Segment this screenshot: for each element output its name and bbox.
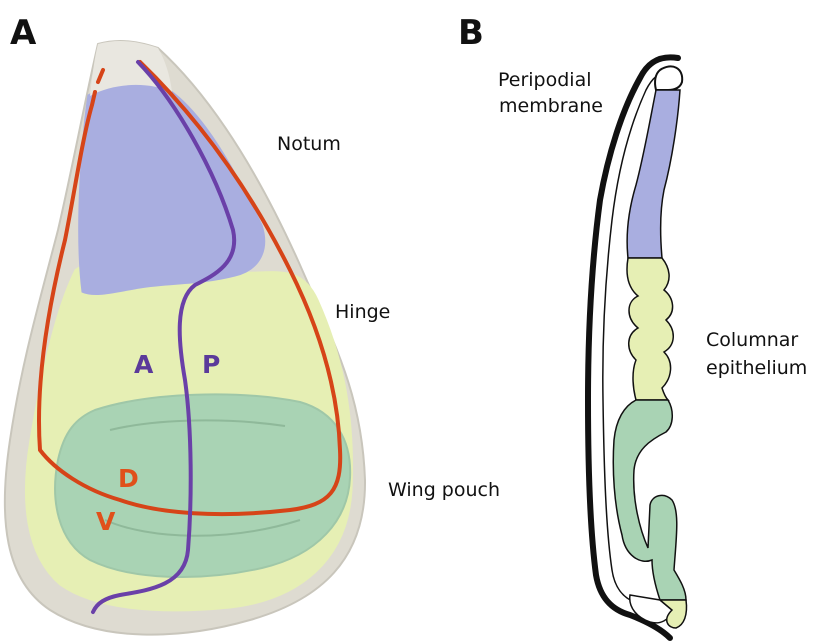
ventral-label: V bbox=[96, 507, 116, 536]
dorsal-label: D bbox=[118, 464, 139, 493]
panel-a: A Notum Hinge Wing pouch A P D V bbox=[5, 13, 500, 635]
columnar-hinge-segment bbox=[627, 258, 673, 400]
notum-region bbox=[79, 84, 265, 295]
notum-label: Notum bbox=[277, 133, 341, 155]
columnar-top-cap bbox=[655, 66, 682, 90]
wing-pouch-region bbox=[55, 394, 350, 577]
wing-pouch-label: Wing pouch bbox=[388, 479, 500, 501]
peripodial-label-line2: membrane bbox=[499, 95, 603, 117]
columnar-pouch-segment bbox=[613, 400, 686, 600]
hinge-label: Hinge bbox=[335, 301, 390, 323]
panel-b: B Peripodial membrane Columnar epitheliu… bbox=[458, 13, 807, 638]
columnar-label-line1: Columnar bbox=[706, 329, 798, 351]
anterior-label: A bbox=[134, 350, 154, 379]
panel-a-letter: A bbox=[10, 13, 37, 53]
posterior-label: P bbox=[202, 350, 220, 379]
peripodial-label-line1: Peripodial bbox=[498, 69, 592, 91]
columnar-label-line2: epithelium bbox=[706, 357, 807, 379]
panel-b-letter: B bbox=[458, 13, 484, 53]
